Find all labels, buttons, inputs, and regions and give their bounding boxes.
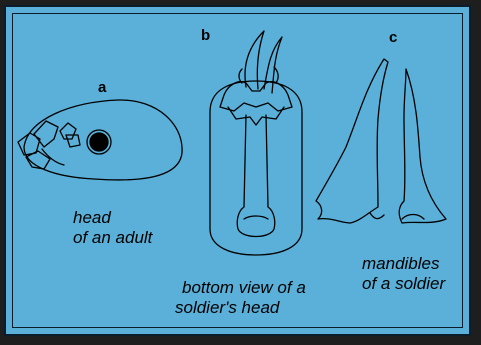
soldier-mandible-left <box>245 31 264 89</box>
caption-b-line-2: soldier's head <box>175 298 306 318</box>
figure-label-b: b <box>201 27 210 44</box>
mandible-right-outline <box>399 69 446 223</box>
adult-eye <box>90 133 108 151</box>
caption-b: bottom view of a soldier's head <box>182 278 306 318</box>
figure-label-c: c <box>389 29 397 46</box>
caption-c: mandibles of a soldier <box>362 254 445 294</box>
caption-b-line-1: bottom view of a <box>182 278 306 298</box>
figure-label-a: a <box>98 79 106 96</box>
caption-a: head of an adult <box>73 208 152 248</box>
caption-c-line-2: of a soldier <box>362 274 445 294</box>
caption-a-line-2: of an adult <box>73 228 152 248</box>
adult-head-drawing <box>18 100 182 180</box>
mandible-left-outline <box>316 59 388 223</box>
soldier-mandibles-drawing <box>316 59 446 223</box>
caption-c-line-1: mandibles <box>362 254 445 274</box>
illustration-panel: a b c head of an adult bottom view of a … <box>4 5 471 336</box>
caption-a-line-1: head <box>73 208 152 228</box>
soldier-labrum-column <box>237 115 275 237</box>
soldier-head-drawing <box>210 31 302 255</box>
soldier-mouthparts <box>220 82 292 111</box>
